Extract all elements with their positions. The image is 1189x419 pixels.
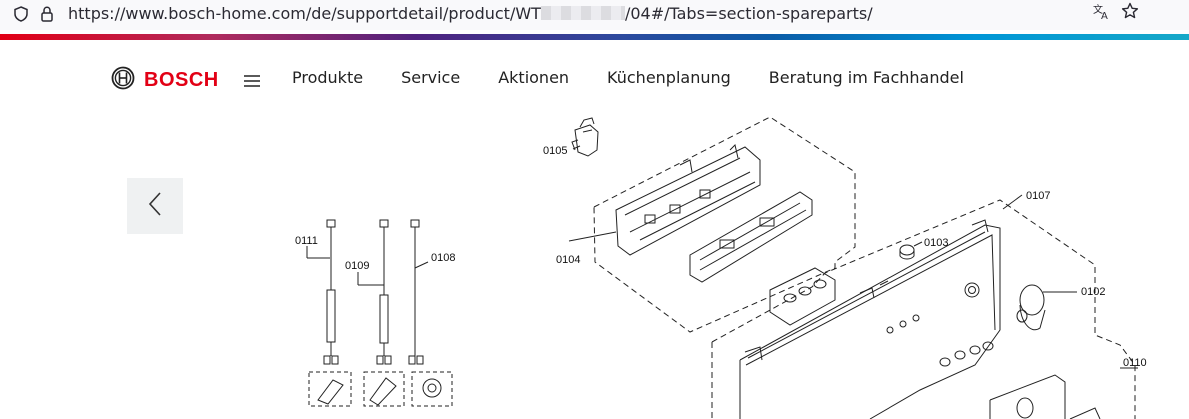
url-text[interactable]: https://www.bosch-home.com/de/supportdet… [68,4,873,23]
previous-slide-button[interactable] [127,178,183,234]
nav-item-produkte[interactable]: Produkte [292,68,364,87]
part-0102-knob [1016,284,1046,331]
part-0110-display [989,374,1101,419]
part-0111-cable [308,219,352,407]
label-0104[interactable]: 0104 [556,254,580,266]
label-0111[interactable]: 0111 [295,235,318,247]
bosch-logo[interactable]: BOSCH [111,66,219,94]
bosch-armature-icon [111,66,135,94]
part-0105-clip [571,117,599,157]
bookmark-star-icon[interactable] [1121,2,1139,25]
module-group-outline [593,116,856,333]
svg-text:A: A [1101,11,1108,21]
label-0110[interactable]: 0110 [1123,357,1147,369]
nav-item-beratung[interactable]: Beratung im Fachhandel [768,68,964,87]
brand-name: BOSCH [144,68,219,91]
part-0108-cable [408,219,453,407]
chevron-left-icon [148,191,162,221]
nav-item-service[interactable]: Service [401,68,461,87]
brand-supergraphic [0,34,1189,40]
label-0108[interactable]: 0108 [431,252,455,264]
url-suffix: /04#/Tabs=section-spareparts/ [624,4,873,23]
panel-group-outline [711,199,1136,419]
part-0104-module [615,144,813,283]
part-0109-cable [363,219,405,407]
label-0107[interactable]: 0107 [1026,190,1050,202]
label-0103[interactable]: 0103 [924,237,948,249]
nav-item-aktionen[interactable]: Aktionen [498,68,570,87]
shield-icon[interactable] [14,6,28,26]
hamburger-menu-icon[interactable] [244,72,260,91]
part-0107-front-panel [739,219,1001,419]
url-prefix: https://www.bosch-home.com/de/supportdet… [68,4,541,23]
label-0109[interactable]: 0109 [345,260,369,272]
nav-item-kuechenplanung[interactable]: Küchenplanung [607,68,731,87]
part-keypad [769,267,836,326]
main-navigation: Produkte Service Aktionen Küchenplanung … [292,68,1002,87]
browser-url-bar[interactable]: https://www.bosch-home.com/de/supportdet… [0,0,1189,30]
label-0102[interactable]: 0102 [1081,286,1105,298]
part-0103-knob [899,244,915,260]
redacted-segment [540,6,625,20]
label-0105[interactable]: 0105 [543,145,567,157]
svg-text:文: 文 [1093,3,1103,16]
lock-icon[interactable] [40,5,54,27]
